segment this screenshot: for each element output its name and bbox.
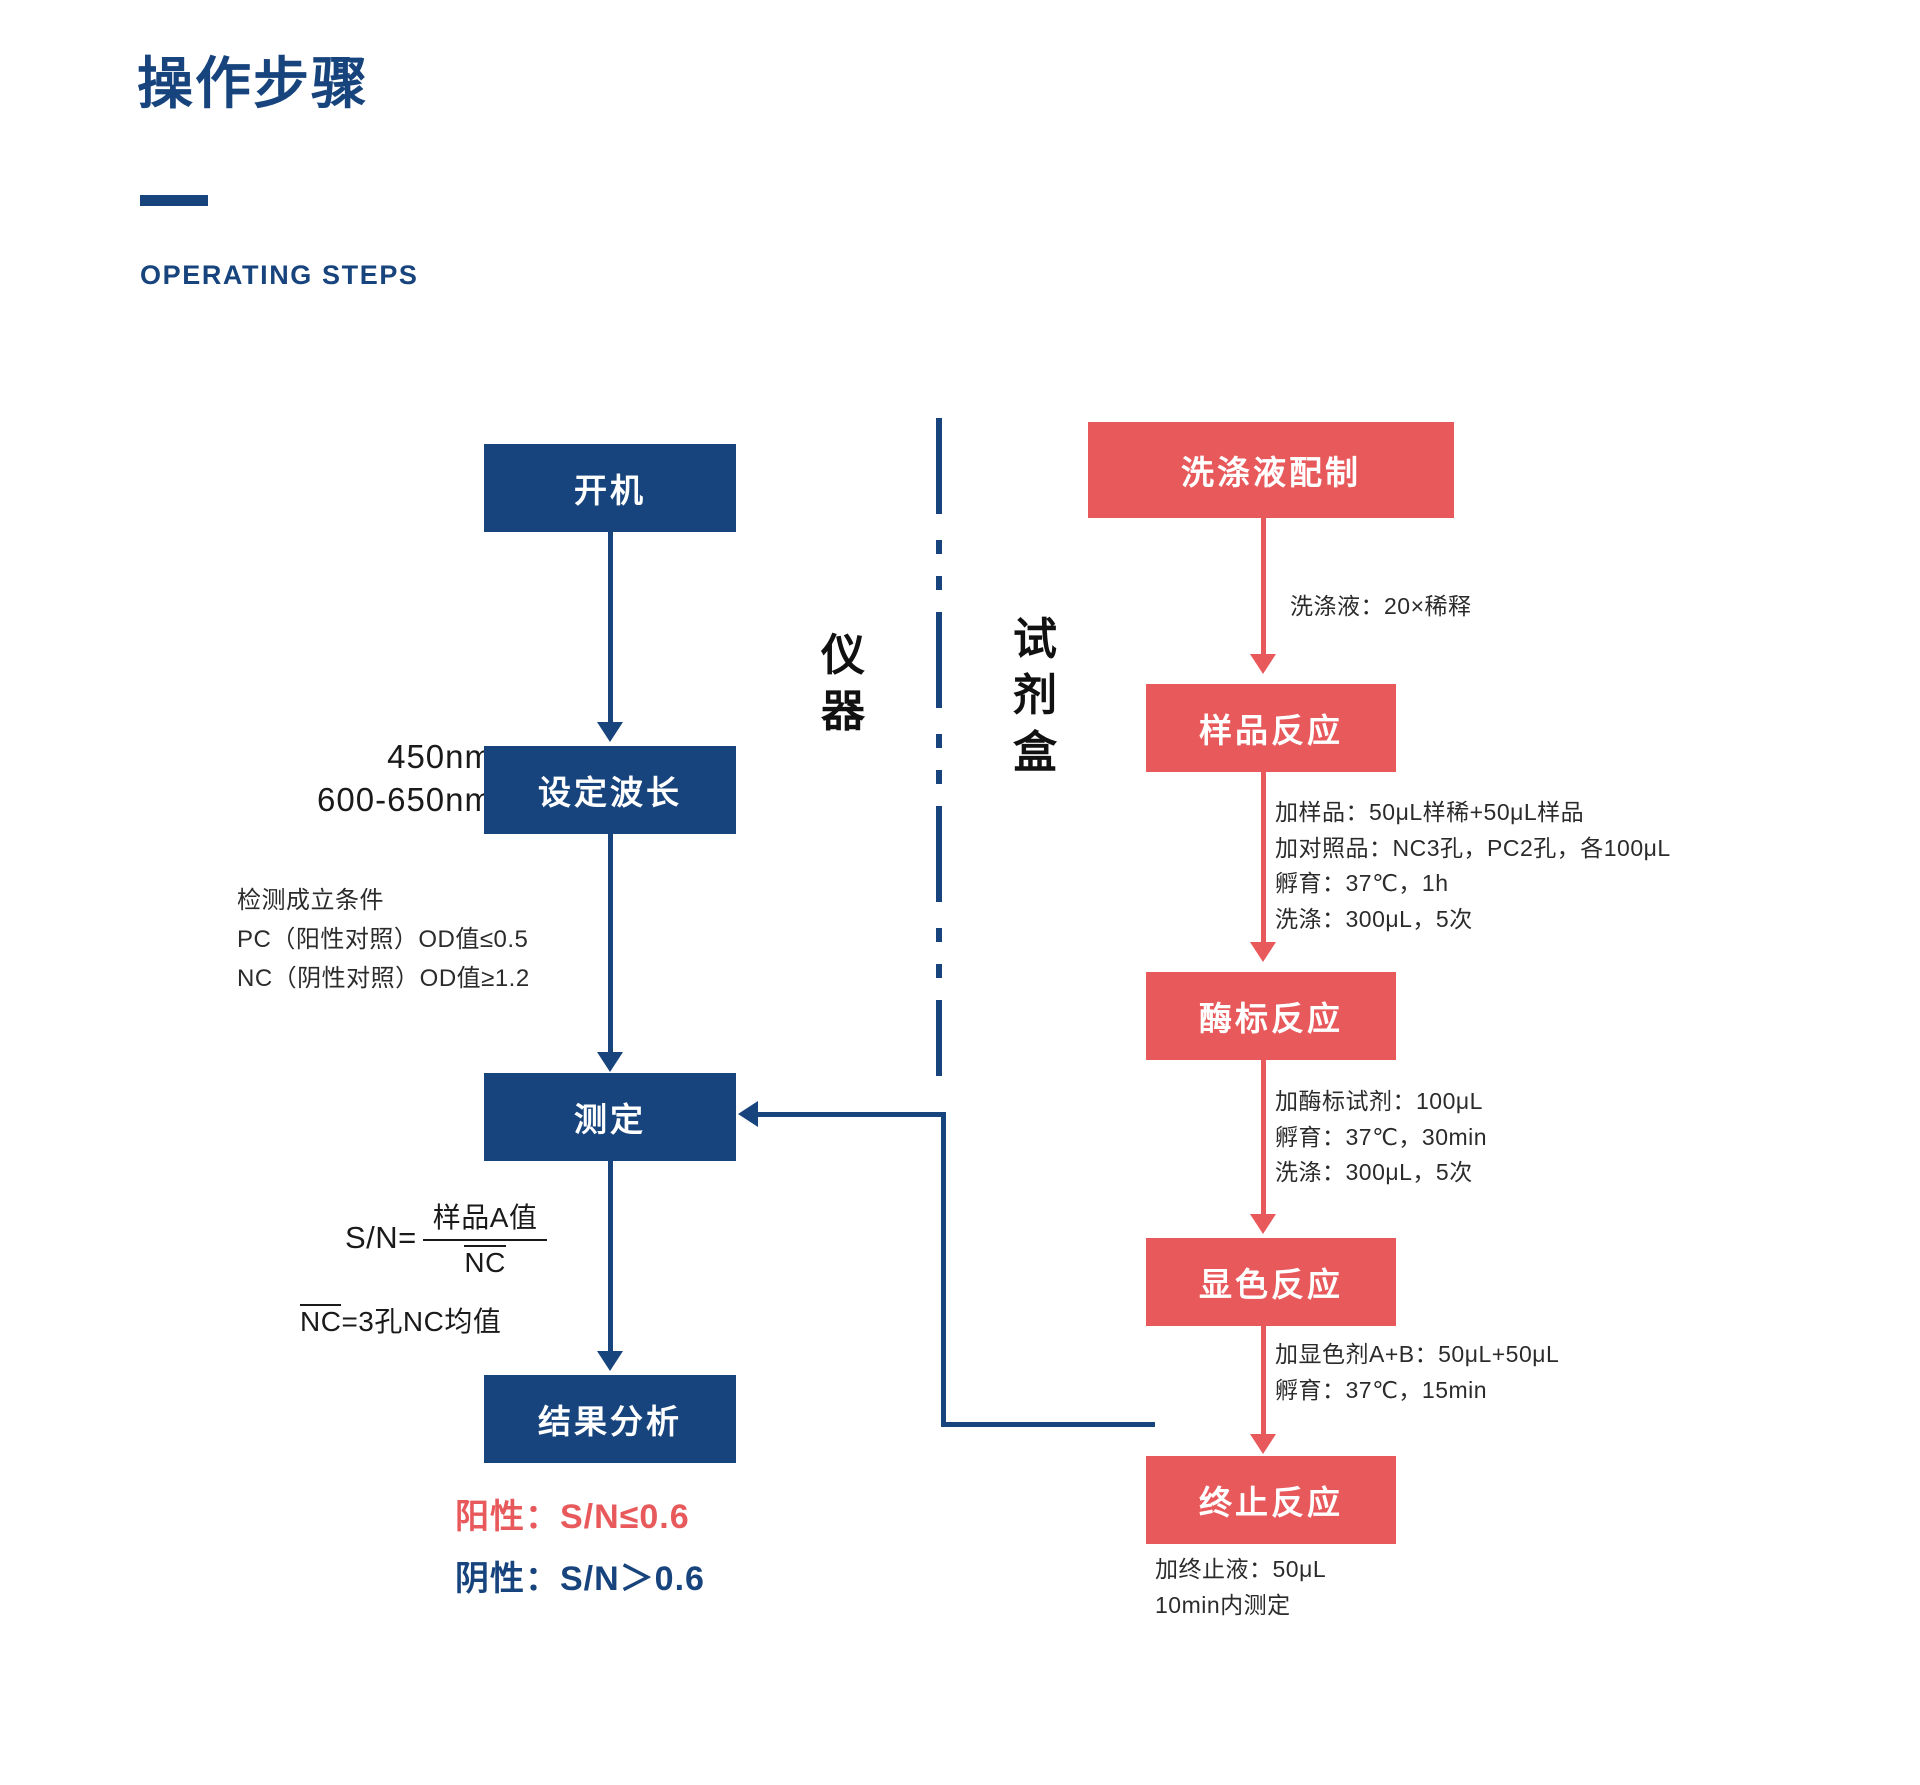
connector-kit-to-measure-horizontal-top — [758, 1112, 946, 1117]
sn-formula-denominator: NC — [464, 1245, 506, 1278]
note-sample-reaction: 加样品：50μL样稀+50μL样品 加对照品：NC3孔，PC2孔，各100μL … — [1275, 799, 1671, 932]
note-color-reaction: 加显色剂A+B：50μL+50μL 孵育：37℃，15min — [1275, 1341, 1560, 1403]
connector-power-on-to-wavelength — [608, 532, 613, 732]
connector-wash-to-sample — [1261, 518, 1266, 664]
lane-label-instrument: 仪 器 — [821, 631, 865, 737]
flow-box-wash-buffer-prep[interactable]: 洗涤液配制 — [1088, 422, 1454, 518]
connector-kit-to-measure-vertical — [941, 1112, 946, 1427]
flow-box-stop-reaction[interactable]: 终止反应 — [1146, 1456, 1396, 1544]
connector-sample-to-enzyme — [1261, 772, 1266, 952]
sn-formula-lead: S/N= — [345, 1219, 417, 1255]
flow-box-result-analysis[interactable]: 结果分析 — [484, 1375, 736, 1463]
connector-enzyme-to-color — [1261, 1060, 1266, 1224]
flow-box-power-on[interactable]: 开机 — [484, 444, 736, 532]
sn-formula-bar — [422, 1239, 548, 1241]
page-subtitle: OPERATING STEPS — [140, 260, 419, 290]
validity-conditions-note: 检测成立条件 PC（阳性对照）OD值≤0.5 NC（阴性对照）OD值≥1.2 — [237, 887, 530, 992]
arrow-wavelength-to-measure — [597, 1052, 623, 1072]
page-title: 操作步骤 — [137, 52, 369, 115]
nc-definition: NC=3孔NC均值 — [300, 1300, 501, 1340]
lane-divider-dash-dot — [936, 418, 942, 1076]
note-stop-reaction: 加终止液：50μL 10min内测定 — [1155, 1556, 1327, 1618]
arrow-wash-to-sample — [1250, 654, 1276, 674]
lane-label-kit: 试 剂 盒 — [1013, 615, 1057, 777]
flow-box-color-reaction[interactable]: 显色反应 — [1146, 1238, 1396, 1326]
flow-box-set-wavelength[interactable]: 设定波长 — [484, 746, 736, 834]
flow-box-enzyme-reaction[interactable]: 酶标反应 — [1146, 972, 1396, 1060]
note-enzyme-reaction: 加酶标试剂：100μL 孵育：37℃，30min 洗涤：300μL，5次 — [1275, 1088, 1488, 1186]
connector-measure-to-result — [608, 1161, 613, 1361]
flow-box-measure[interactable]: 测定 — [484, 1073, 736, 1161]
nc-definition-symbol: NC — [300, 1304, 342, 1337]
connector-color-to-stop — [1261, 1326, 1266, 1444]
result-positive: 阳性：S/N≤0.6 — [455, 1498, 690, 1536]
arrow-measure-to-result — [597, 1351, 623, 1371]
sn-formula-numerator: 样品A值 — [432, 1202, 538, 1233]
note-wash-buffer: 洗涤液：20×稀释 — [1290, 593, 1472, 619]
arrow-sample-to-enzyme — [1250, 942, 1276, 962]
flow-box-sample-reaction[interactable]: 样品反应 — [1146, 684, 1396, 772]
arrow-color-to-stop — [1250, 1434, 1276, 1454]
sn-formula: S/N= 样品A值 NC — [345, 1196, 548, 1279]
title-underline-rule — [140, 195, 208, 206]
connector-kit-to-measure-horizontal-bottom — [941, 1422, 1155, 1427]
connector-wavelength-to-measure — [608, 834, 613, 1062]
nc-definition-text: =3孔NC均值 — [341, 1306, 502, 1337]
arrow-enzyme-to-color — [1250, 1214, 1276, 1234]
result-negative: 阴性：S/N＞0.6 — [455, 1560, 705, 1598]
arrow-kit-to-measure — [738, 1101, 758, 1127]
arrow-power-on-to-wavelength — [597, 722, 623, 742]
wavelength-note: 450nm 600-650nm — [317, 738, 493, 818]
